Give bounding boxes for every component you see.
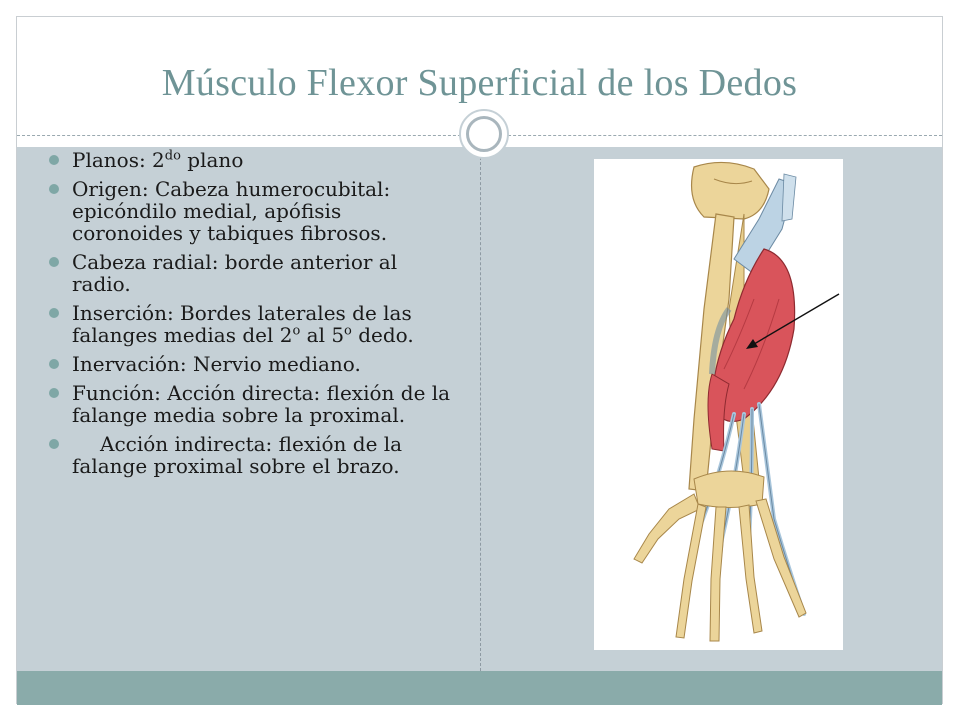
bullet-cabeza-radial: Cabeza radial: borde anterior al radio.	[47, 251, 457, 295]
bullet-dot-icon	[49, 388, 59, 398]
bullet-funcion: Función: Acción directa: flexión de la f…	[47, 382, 457, 426]
forearm-figure	[594, 159, 843, 650]
bullet-insercion: Inserción: Bordes laterales de las falan…	[47, 302, 457, 346]
bullet-planos: Planos: 2do plano	[47, 149, 457, 171]
bullet-dot-icon	[49, 184, 59, 194]
slide-title: Músculo Flexor Superficial de los Dedos	[161, 62, 798, 104]
arrow-icon	[748, 293, 840, 348]
slide: Músculo Flexor Superficial de los Dedos …	[16, 16, 943, 705]
circle-ornament-icon	[459, 109, 509, 159]
bullet-origen: Origen: Cabeza humerocubital: epicóndilo…	[47, 178, 457, 244]
bullet-list: Planos: 2do plano Origen: Cabeza humeroc…	[47, 149, 457, 484]
bullet-accion-indirecta: Acción indirecta: flexión de la falange …	[47, 433, 457, 477]
footer-band	[17, 671, 942, 705]
bullet-dot-icon	[49, 155, 59, 165]
bullet-dot-icon	[49, 439, 59, 449]
column-divider	[480, 147, 481, 671]
bullet-dot-icon	[49, 257, 59, 267]
bullet-dot-icon	[49, 308, 59, 318]
bullet-dot-icon	[49, 359, 59, 369]
forearm-anatomy-illustration	[633, 161, 840, 642]
bullet-inervacion: Inervación: Nervio mediano.	[47, 353, 457, 375]
